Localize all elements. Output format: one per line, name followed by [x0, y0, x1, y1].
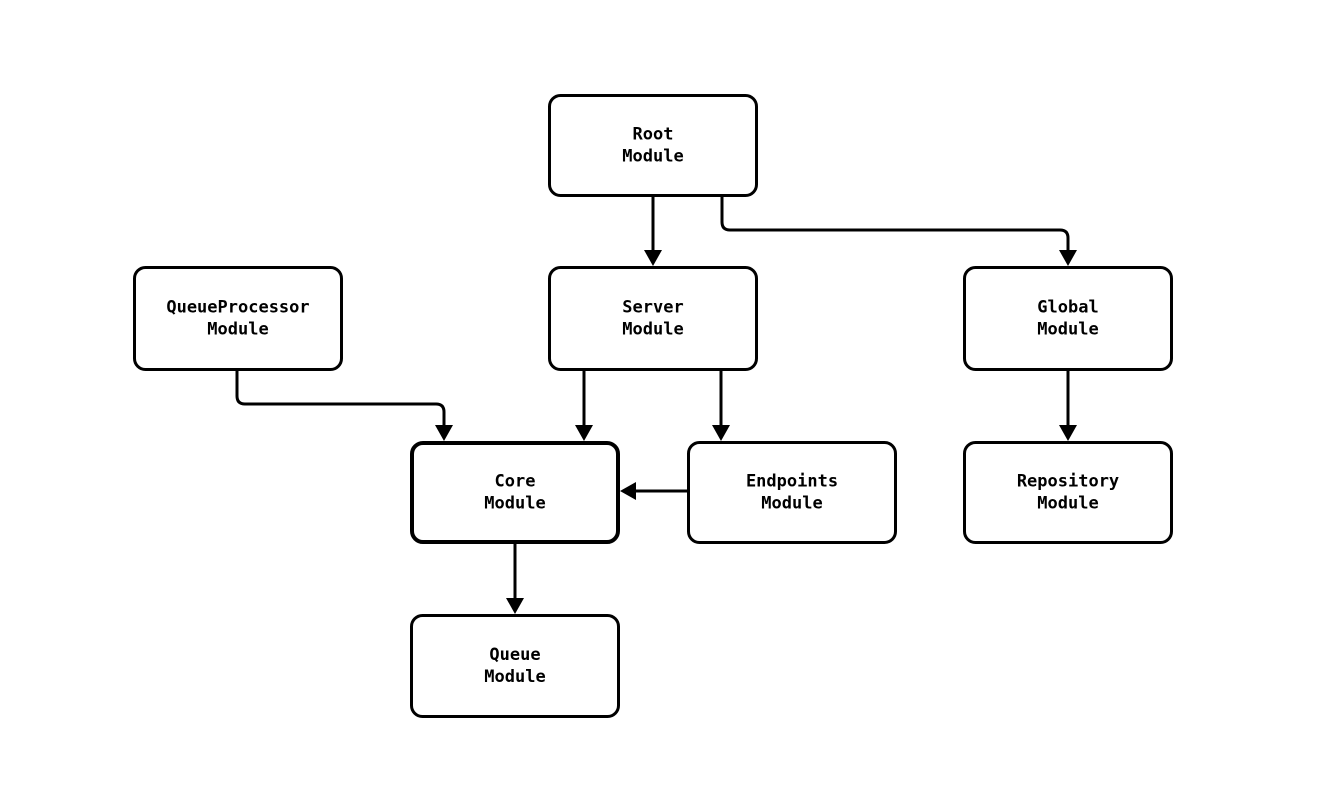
node-label-line1-queue: Queue: [489, 645, 540, 665]
node-box-repository[interactable]: [963, 441, 1173, 544]
nodes-layer: RootModuleQueueProcessorModuleServerModu…: [133, 94, 1173, 718]
node-box-core[interactable]: [410, 441, 620, 544]
node-label-line2-queueprocessor: Module: [207, 320, 268, 340]
arrowhead-icon-root-global: [1059, 250, 1077, 266]
edge-line-root-global: [720, 197, 1070, 250]
node-label-line1-queueprocessor: QueueProcessor: [166, 298, 309, 318]
edge-line-queueprocessor-core: [235, 371, 446, 425]
node-label-line2-server: Module: [622, 320, 683, 340]
node-box-global[interactable]: [963, 266, 1173, 371]
edge-root-global: Root Module depends on Global Module: [720, 197, 1077, 266]
node-label-line1-global: Global: [1037, 298, 1098, 318]
edge-server-core: Server Module depends on Core Module: [575, 371, 593, 441]
node-box-endpoints[interactable]: [687, 441, 897, 544]
arrowhead-icon-global-repository: [1059, 425, 1077, 441]
node-label-line2-queue: Module: [484, 667, 545, 687]
edges-layer: Root Module depends on Server Module Root…: [235, 197, 1077, 614]
node-box-server[interactable]: [548, 266, 758, 371]
arrowhead-icon-server-core: [575, 425, 593, 441]
arrowhead-icon-endpoints-core: [620, 482, 636, 500]
edge-global-repository: Global Module depends on Repository Modu…: [1059, 371, 1077, 441]
arrowhead-icon-core-queue: [506, 598, 524, 614]
edge-server-endpoints: Server Module depends on Endpoints Modul…: [712, 371, 730, 441]
edge-endpoints-core: Endpoints Module depends on Core Module: [620, 482, 687, 500]
node-label-line1-server: Server: [622, 298, 683, 318]
node-label-line1-endpoints: Endpoints: [746, 472, 838, 492]
node-box-queueprocessor[interactable]: [133, 266, 343, 371]
edge-root-server: Root Module depends on Server Module: [644, 197, 662, 266]
arrowhead-icon-queueprocessor-core: [435, 425, 453, 441]
node-label-line2-core: Module: [484, 494, 545, 514]
node-label-line1-root: Root: [633, 125, 674, 145]
node-label-line2-global: Module: [1037, 320, 1098, 340]
node-label-line2-endpoints: Module: [761, 494, 822, 514]
node-label-line1-core: Core: [495, 472, 536, 492]
node-box-root[interactable]: [548, 94, 758, 197]
node-label-line2-repository: Module: [1037, 494, 1098, 514]
node-box-queue[interactable]: [410, 614, 620, 718]
node-label-line1-repository: Repository: [1017, 472, 1119, 492]
edge-queueprocessor-core: QueueProcessor Module depends on Core Mo…: [235, 371, 453, 441]
edge-core-queue: Core Module depends on Queue Module: [506, 544, 524, 614]
node-label-line2-root: Module: [622, 147, 683, 167]
arrowhead-icon-server-endpoints: [712, 425, 730, 441]
arrowhead-icon-root-server: [644, 250, 662, 266]
